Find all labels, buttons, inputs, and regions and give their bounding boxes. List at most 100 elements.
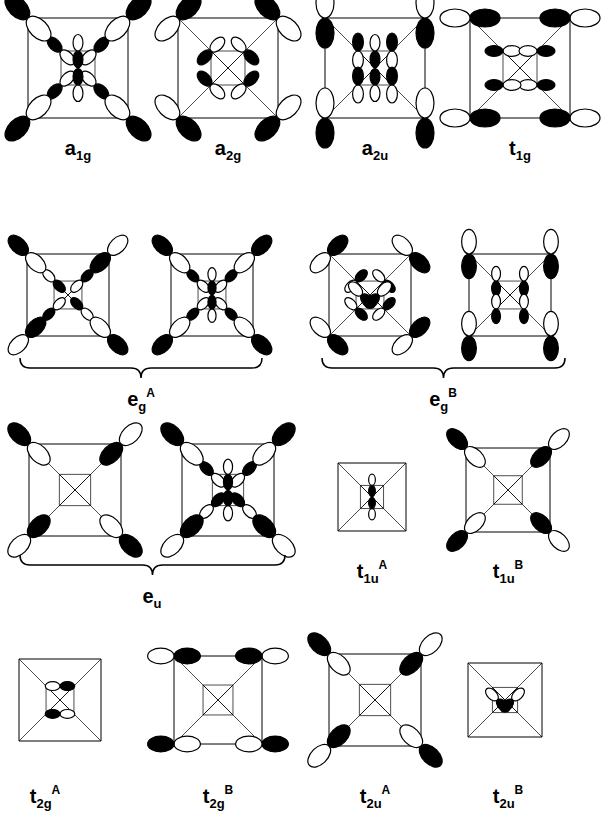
cube-edge (178, 51, 245, 118)
orbital-lobe (208, 268, 216, 282)
orbital-lobe (73, 35, 83, 52)
orbital-lobe (148, 648, 174, 664)
cube-face (329, 254, 411, 336)
orbital-lobe (100, 90, 134, 124)
orbital-lobe (470, 109, 500, 127)
cube-edge (469, 281, 524, 336)
orbital-lobe (353, 67, 364, 85)
cube-edge (496, 281, 551, 336)
orbital-lobe (537, 46, 555, 57)
orbital-lobe (369, 485, 376, 496)
orbital-lobe (272, 90, 306, 124)
orbital-lobe (369, 509, 376, 520)
cube-face (470, 18, 570, 118)
orbital-lobe (172, 112, 206, 146)
cube-edge (203, 685, 262, 744)
orbital-lobe (73, 85, 83, 102)
orbital-lobe (208, 281, 216, 295)
orbital-lobe (73, 51, 83, 68)
cube-edge (211, 51, 278, 118)
orbital-lobe (45, 682, 60, 691)
orbital-lobe (544, 254, 559, 279)
orbital-lobe (519, 46, 537, 57)
orbital-lobe (262, 648, 288, 664)
orbital-lobe (381, 295, 398, 312)
orbital-lobe (388, 231, 416, 259)
cube-orbital (304, 629, 447, 772)
orbital-lobe (346, 279, 365, 298)
orbital-lobe (353, 51, 364, 69)
orbital-lobe (176, 438, 207, 469)
cube-edge (325, 51, 392, 118)
orbital-lobe (208, 295, 216, 309)
orbital-lobe (306, 249, 334, 277)
orbital-lobe (540, 109, 570, 127)
orbital-lobe (369, 474, 376, 485)
symmetry-label: egA (127, 387, 155, 413)
orbital-lobe (570, 9, 600, 27)
orbital-lobe (570, 109, 600, 127)
orbital-lobe (520, 266, 529, 281)
orbital-lobe (503, 80, 521, 91)
orbital-lobe (60, 682, 75, 691)
cube-orbital (148, 231, 275, 358)
cube-face (469, 254, 551, 336)
orbital-lobe (23, 511, 54, 542)
orbital-lobe (22, 90, 56, 124)
orbital-lobe (228, 34, 248, 54)
orbital-lobe (96, 438, 127, 469)
orbital-lobe (68, 278, 85, 295)
orbital-lobe (461, 509, 490, 538)
symmetry-label: a2g (215, 138, 241, 162)
orbital-lobe (223, 474, 232, 489)
orbital-lobe (370, 51, 380, 68)
group-bracket (20, 358, 262, 378)
cube-face (174, 656, 262, 744)
cube-face (325, 18, 425, 118)
orbital-lobe (262, 736, 288, 752)
cube-orbital (148, 648, 289, 752)
symmetry-label: t1g (509, 138, 531, 162)
orbital-lobe (396, 648, 427, 679)
orbital-lobe (22, 12, 56, 46)
orbital-lobe (194, 47, 214, 67)
orbital-lobe (236, 648, 262, 664)
orbital-lobe (544, 311, 559, 336)
orbital-lobe (369, 497, 376, 508)
orbital-lobe (100, 12, 134, 46)
orbital-lobe (353, 85, 364, 103)
orbital-lobe (492, 266, 501, 281)
cube-orbital (462, 229, 559, 360)
orbital-lobe (230, 249, 258, 277)
cube-orbital (157, 419, 300, 562)
cube-edge (358, 51, 425, 118)
orbital-lobe (416, 0, 434, 18)
orbital-lobe (223, 459, 232, 474)
symmetry-label: eu (142, 586, 161, 610)
orbital-lobe (387, 67, 398, 85)
orbital-lobe (176, 511, 207, 542)
orbital-lobe (387, 51, 398, 69)
orbital-lobe (387, 85, 398, 103)
orbital-lobe (316, 118, 334, 148)
symmetry-label: a2u (362, 138, 388, 162)
orbital-lobe (363, 291, 382, 310)
orbital-lobe (208, 309, 216, 323)
orbital-lobe (230, 313, 258, 341)
cube-orbital (468, 663, 542, 737)
orbital-lobe (519, 80, 537, 91)
orbital-lobe (370, 267, 387, 284)
orbital-lobe (96, 511, 127, 542)
orbital-lobe (503, 46, 521, 57)
orbital-lobe (51, 295, 68, 312)
orbital-lobe (316, 0, 334, 18)
orbital-lobe (462, 311, 477, 336)
orbital-lobe (353, 33, 364, 51)
orbital-lobe (416, 118, 434, 148)
orbital-lobe (22, 249, 50, 277)
orbital-lobe (396, 721, 427, 752)
orbital-lobe (485, 46, 503, 57)
cube-edge (19, 686, 74, 741)
orbital-lobe (540, 9, 570, 27)
